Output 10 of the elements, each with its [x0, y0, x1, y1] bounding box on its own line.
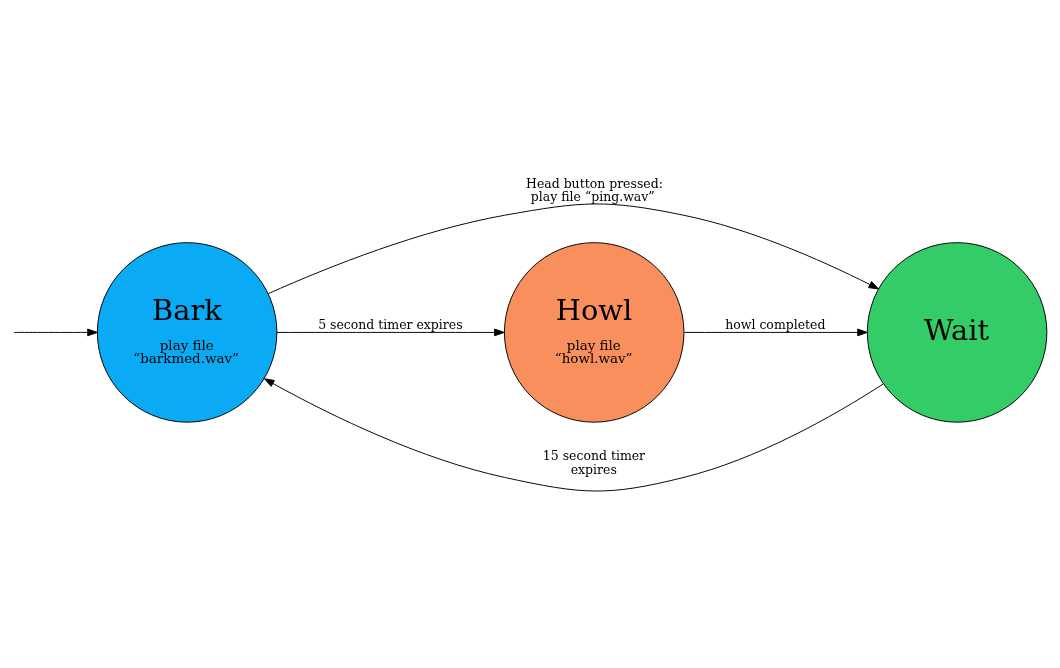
arrow [263, 377, 884, 491]
arrow [13, 328, 98, 336]
edge-label: 15 second timer expires [542, 447, 646, 477]
edge-label: 5 second timer expires [318, 316, 463, 332]
arrow [683, 328, 868, 336]
edge-label: Head button pressed: play file “ping.wav” [526, 175, 663, 204]
arrow [276, 328, 505, 336]
arrow [267, 203, 879, 294]
edge-label: howl completed [725, 316, 826, 332]
node-circle: Howl play file “howl.wav” [503, 241, 685, 423]
